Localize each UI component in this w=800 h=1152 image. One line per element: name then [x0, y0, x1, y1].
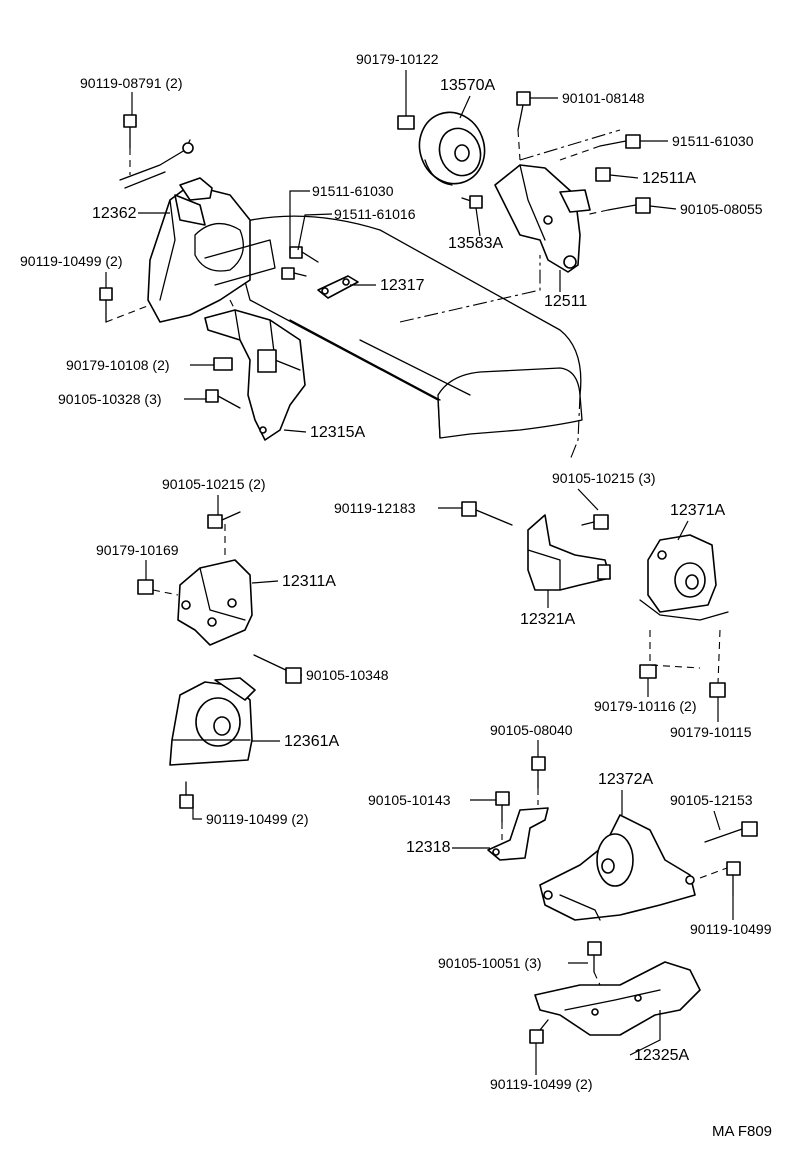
callout-p08: 13583A	[448, 235, 503, 252]
callout-p07: 90105-08055	[680, 201, 763, 217]
callout-p10: 12362	[92, 205, 137, 222]
callout-p15: 90179-10108 (2)	[66, 357, 170, 373]
callout-p36: 90105-10051 (3)	[438, 955, 542, 971]
callout-p17: 12315A	[310, 424, 365, 441]
callout-p11: 91511-61030	[312, 183, 394, 199]
callout-p09: 12511	[544, 293, 587, 310]
bracket-12315A	[204, 309, 306, 441]
callout-p29: 12361A	[284, 733, 339, 750]
callout-p06: 12511A	[642, 170, 696, 187]
bracket-12311A	[177, 559, 253, 646]
bracket-12362	[119, 139, 276, 323]
callout-p25: 90105-10348	[306, 667, 389, 683]
callout-p28: 90105-08040	[490, 722, 573, 738]
callout-p20: 90119-12183	[334, 500, 416, 516]
bracket-12317	[317, 275, 359, 299]
assembly-lines	[105, 129, 728, 986]
callout-p37: 12325A	[634, 1047, 689, 1064]
callout-p34: 12318	[406, 839, 451, 856]
callout-p16: 90105-10328 (3)	[58, 391, 162, 407]
callout-p23: 12311A	[282, 573, 336, 590]
engine-block-outline	[229, 215, 583, 439]
callout-p31: 90105-10143	[368, 792, 451, 808]
callout-p35: 90119-10499	[690, 921, 772, 937]
callout-p19: 90105-10215 (3)	[552, 470, 656, 486]
callout-p02: 90179-10122	[356, 51, 439, 67]
callout-p33: 90119-10499 (2)	[206, 811, 308, 827]
callout-p04: 90101-08148	[562, 90, 645, 106]
callout-p14: 12317	[380, 277, 425, 294]
mount-12371A	[639, 534, 729, 621]
callout-p05: 91511-61030	[672, 133, 754, 149]
callout-p24: 12321A	[520, 611, 575, 628]
callout-p27: 90179-10115	[670, 724, 752, 740]
pulley-13570A	[418, 111, 486, 186]
callout-p12: 91511-61016	[334, 206, 416, 222]
callout-p21: 12371A	[670, 502, 725, 519]
callout-p30: 12372A	[598, 771, 653, 788]
bracket-12321A	[527, 514, 611, 591]
callout-p18: 90105-10215 (2)	[162, 476, 266, 492]
callout-p22: 90179-10169	[96, 542, 179, 558]
callout-p03: 13570A	[440, 77, 495, 94]
mount-12372A	[539, 814, 696, 921]
bracket-12511	[494, 164, 591, 273]
callout-p13: 90119-10499 (2)	[20, 253, 122, 269]
leader-lines	[105, 70, 734, 1075]
member-12325A	[534, 961, 701, 1036]
mount-12361A	[169, 677, 256, 766]
callout-p26: 90179-10116 (2)	[594, 698, 696, 714]
bracket-12318	[487, 807, 549, 861]
callout-p38: 90119-10499 (2)	[490, 1076, 592, 1092]
callout-p32: 90105-12153	[670, 792, 753, 808]
callout-p01: 90119-08791 (2)	[80, 75, 182, 91]
diagram-code: MA F809	[712, 1123, 772, 1140]
